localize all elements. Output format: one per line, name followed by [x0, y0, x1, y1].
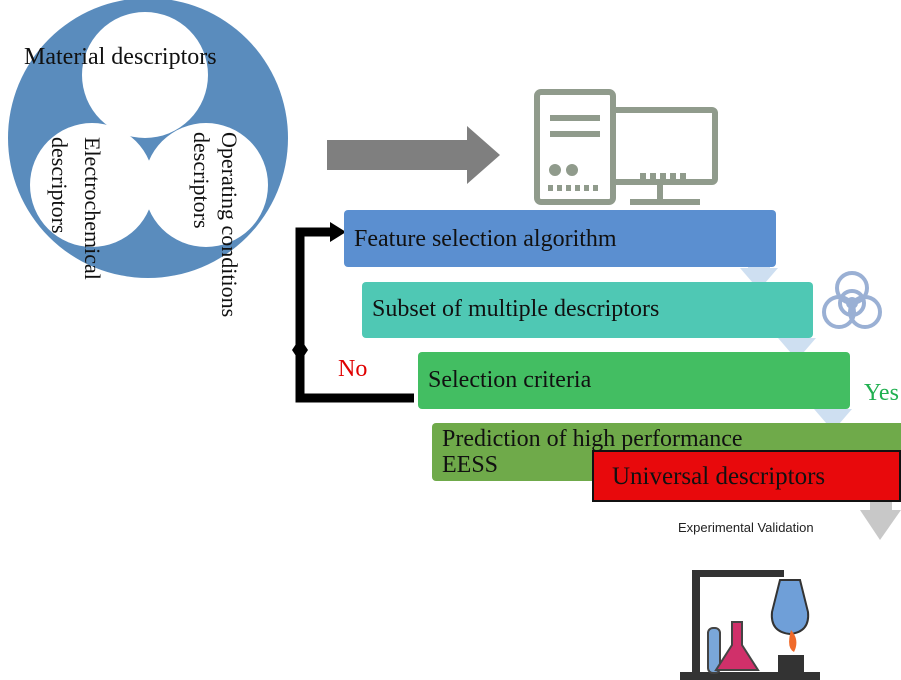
- biohazard-icon: [822, 271, 882, 329]
- step-prediction-label-line1: Prediction of high performance: [442, 426, 743, 452]
- venn-top-circle: [82, 12, 208, 138]
- step-universal-descriptors: Universal descriptors: [592, 450, 901, 502]
- lab-equipment-icon: [680, 570, 820, 680]
- computer-icon: [534, 89, 718, 205]
- loop-arrowhead: [330, 222, 346, 242]
- venn-right-label-line1: Operating conditions: [217, 132, 242, 318]
- venn-right-circle: [144, 123, 268, 247]
- loop-marker-down: [292, 350, 308, 362]
- step-prediction-label-line2: EESS: [442, 452, 499, 478]
- down-arrow-4: [860, 490, 901, 540]
- gray-right-arrow: [327, 126, 500, 184]
- experimental-validation-label: Experimental Validation: [678, 520, 814, 535]
- step-selection-criteria: Selection criteria: [418, 352, 850, 409]
- descriptor-venn: [8, 0, 288, 278]
- venn-left-circle: [30, 123, 154, 247]
- venn-top-label: Material descriptors: [24, 44, 217, 70]
- venn-left-label-line1: Electrochemical: [80, 137, 105, 280]
- venn-left-label-line2: descriptors: [47, 137, 72, 234]
- step-selection-criteria-label: Selection criteria: [428, 367, 592, 393]
- step-subset-descriptors: Subset of multiple descriptors: [362, 282, 813, 338]
- step-feature-selection: Feature selection algorithm: [344, 210, 776, 267]
- loop-marker-up: [292, 338, 308, 350]
- step-universal-descriptors-label: Universal descriptors: [612, 463, 826, 490]
- venn-right-label-line2: descriptors: [189, 132, 214, 229]
- yes-label: Yes: [864, 380, 899, 406]
- feedback-loop: [295, 227, 414, 403]
- step-feature-selection-label: Feature selection algorithm: [354, 226, 617, 252]
- step-subset-descriptors-label: Subset of multiple descriptors: [372, 296, 660, 322]
- no-label: No: [338, 356, 368, 382]
